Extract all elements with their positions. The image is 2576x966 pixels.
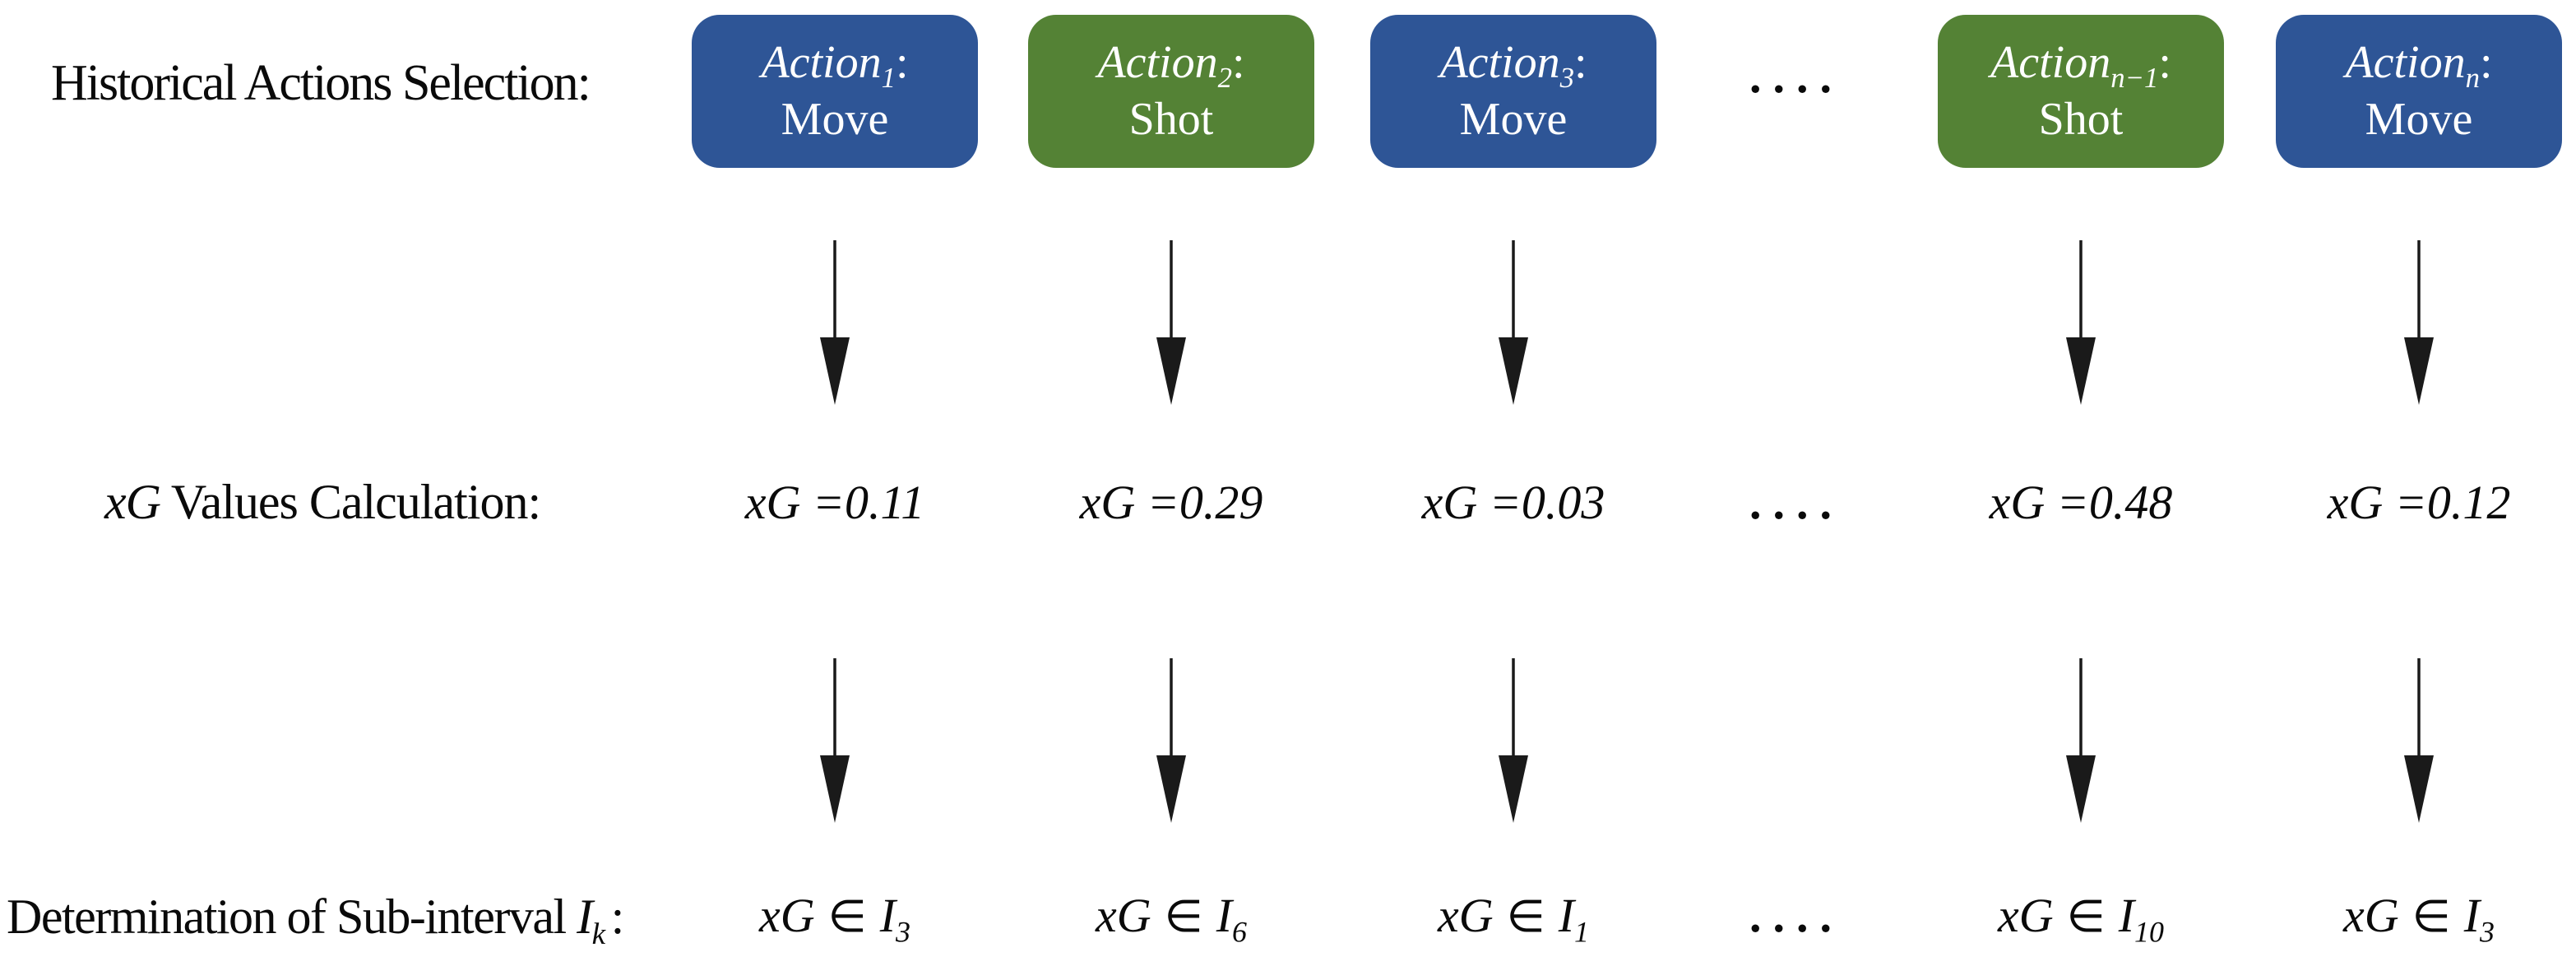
interval-symbol-I: I <box>577 889 593 944</box>
element-of-icon: ∈ <box>2412 892 2451 941</box>
interval-value-1: xG∈I3 <box>759 889 910 949</box>
action-2-title: Action2: <box>1097 36 1245 94</box>
action-n-1-box: Actionn−1: Shot <box>1938 15 2224 168</box>
down-arrow-icon <box>820 240 850 405</box>
down-arrow-icon <box>2066 240 2096 405</box>
interval-value-3: xG∈I1 <box>1438 889 1589 949</box>
column-action-3: Action3: Move xG =0.03 xG∈I1 <box>1332 0 1694 966</box>
xg-value-n-1: xG =0.48 <box>1989 476 2173 529</box>
interval-symbol-subscript: k <box>591 917 606 951</box>
interval-value-2: xG∈I6 <box>1096 889 1247 949</box>
sub-interval-label: Determination of Sub-interval Ik: <box>7 887 625 950</box>
action-2-box: Action2: Shot <box>1028 15 1314 168</box>
down-arrow-icon <box>820 658 850 823</box>
down-arrow-icon <box>2404 240 2434 405</box>
action-3-title: Action3: <box>1439 36 1587 94</box>
down-arrow-icon <box>1156 240 1186 405</box>
action-n-1-title: Actionn−1: <box>1990 36 2171 94</box>
xg-value-2: xG =0.29 <box>1079 476 1263 529</box>
xg-label-symbol: xG <box>104 475 161 529</box>
column-action-n-1: Actionn−1: Shot xG =0.48 xG∈I10 <box>1900 0 2262 966</box>
element-of-icon: ∈ <box>2066 892 2106 941</box>
column-action-2: Action2: Shot xG =0.29 xG∈I6 <box>990 0 1352 966</box>
interval-value-n-1: xG∈I10 <box>1998 889 2164 949</box>
action-n-type: Move <box>2365 94 2473 145</box>
down-arrow-icon <box>1499 240 1528 405</box>
action-1-type: Move <box>781 94 889 145</box>
sub-interval-label-text: Determination of Sub-interval <box>7 889 577 944</box>
action-n-1-type: Shot <box>2038 94 2124 145</box>
ellipsis-actions: .... <box>1749 49 1843 103</box>
xg-value-n: xG =0.12 <box>2327 476 2511 529</box>
xg-value-3: xG =0.03 <box>1421 476 1605 529</box>
action-2-type: Shot <box>1128 94 1214 145</box>
action-3-box: Action3: Move <box>1370 15 1656 168</box>
action-n-title: Actionn: <box>2345 36 2493 94</box>
interval-label-colon: : <box>610 889 625 944</box>
down-arrow-icon <box>2066 658 2096 823</box>
action-3-type: Move <box>1459 94 1568 145</box>
xg-label-text: Values Calculation: <box>160 475 541 529</box>
historical-actions-label-text: Historical Actions Selection: <box>51 55 591 111</box>
element-of-icon: ∈ <box>1164 892 1203 941</box>
action-n-box: Actionn: Move <box>2276 15 2562 168</box>
down-arrow-icon <box>2404 658 2434 823</box>
column-action-n: Actionn: Move xG =0.12 xG∈I3 <box>2238 0 2576 966</box>
action-1-title: Action1: <box>761 36 909 94</box>
column-action-1: Action1: Move xG =0.11 xG∈I3 <box>654 0 1016 966</box>
down-arrow-icon <box>1499 658 1528 823</box>
down-arrow-icon <box>1156 658 1186 823</box>
xg-value-1: xG =0.11 <box>744 476 925 529</box>
interval-value-n: xG∈I3 <box>2343 889 2495 949</box>
ellipsis-xg: .... <box>1749 476 1843 529</box>
historical-actions-label: Historical Actions Selection: <box>51 53 591 114</box>
action-1-box: Action1: Move <box>692 15 978 168</box>
element-of-icon: ∈ <box>1506 892 1545 941</box>
xg-values-label: xG Values Calculation: <box>104 472 541 532</box>
column-ellipsis: .... .... .... <box>1615 0 1977 966</box>
ellipsis-interval: .... <box>1749 889 1843 942</box>
element-of-icon: ∈ <box>827 892 867 941</box>
